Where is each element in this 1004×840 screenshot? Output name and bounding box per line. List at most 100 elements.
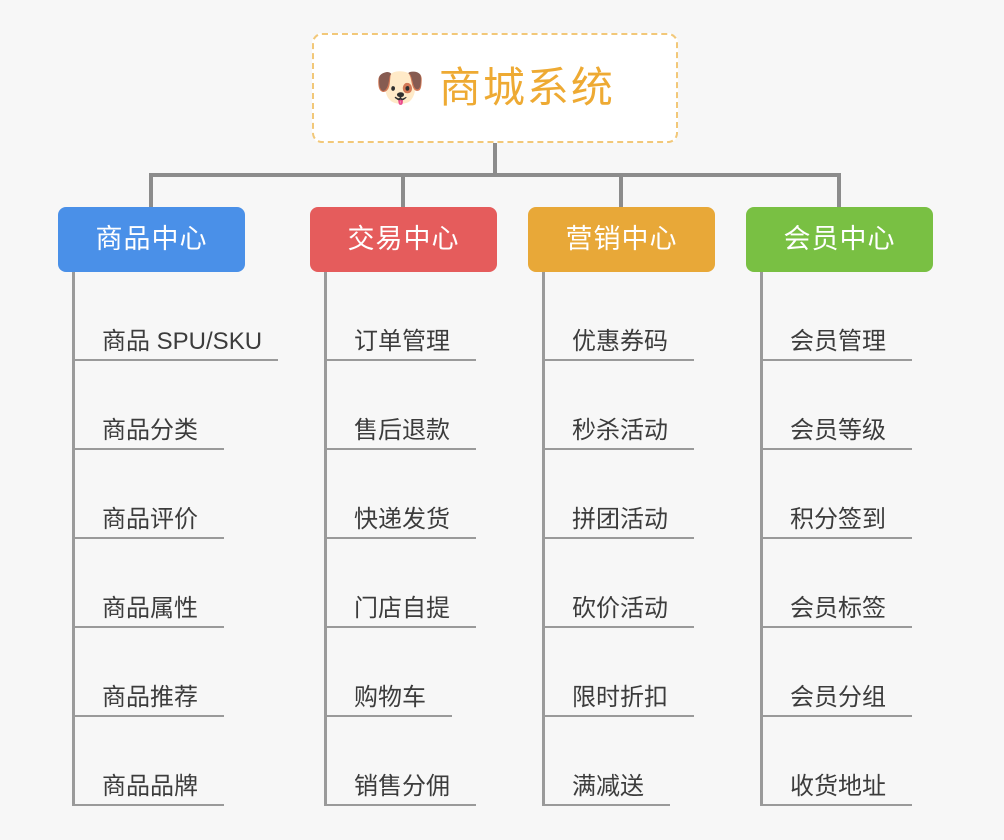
leaf-underline bbox=[542, 448, 694, 450]
leaf-item-label: 订单管理 bbox=[354, 327, 450, 355]
column-spine bbox=[72, 272, 75, 806]
leaf-item-label: 优惠券码 bbox=[572, 327, 668, 355]
leaf-list: 优惠券码秒杀活动拼团活动砍价活动限时折扣满减送 bbox=[542, 272, 694, 806]
column-spine bbox=[760, 272, 763, 806]
leaf-underline bbox=[760, 804, 912, 806]
branch-connector-drop bbox=[619, 173, 623, 207]
leaf-item-label: 积分签到 bbox=[790, 505, 886, 533]
leaf-item[interactable]: 门店自提 bbox=[324, 539, 476, 628]
branch-connector-bus bbox=[149, 173, 841, 177]
category-column-marketing-center: 营销中心优惠券码秒杀活动拼团活动砍价活动限时折扣满减送 bbox=[528, 207, 715, 806]
leaf-underline bbox=[72, 715, 224, 717]
category-header-member-center[interactable]: 会员中心 bbox=[746, 207, 933, 272]
leaf-underline bbox=[542, 804, 670, 806]
leaf-item[interactable]: 会员分组 bbox=[760, 628, 912, 717]
leaf-item-label: 拼团活动 bbox=[572, 505, 668, 533]
leaf-item-label: 购物车 bbox=[354, 683, 426, 711]
category-header-trade-center[interactable]: 交易中心 bbox=[310, 207, 497, 272]
leaf-item-label: 商品品牌 bbox=[102, 772, 198, 800]
leaf-underline bbox=[324, 359, 476, 361]
category-column-trade-center: 交易中心订单管理售后退款快递发货门店自提购物车销售分佣 bbox=[310, 207, 497, 806]
leaf-underline bbox=[72, 448, 224, 450]
leaf-list: 商品 SPU/SKU 商品分类商品评价商品属性商品推荐商品品牌 bbox=[72, 272, 278, 806]
leaf-item-label: 限时折扣 bbox=[572, 683, 668, 711]
leaf-item[interactable]: 积分签到 bbox=[760, 450, 912, 539]
leaf-list: 会员管理会员等级积分签到会员标签会员分组收货地址 bbox=[760, 272, 912, 806]
leaf-item[interactable]: 会员管理 bbox=[760, 272, 912, 361]
leaf-item-label: 销售分佣 bbox=[354, 772, 450, 800]
leaf-item-label: 收货地址 bbox=[790, 772, 886, 800]
dog-face-icon: 🐶 bbox=[375, 65, 425, 111]
leaf-item-label: 商品评价 bbox=[102, 505, 198, 533]
category-header-marketing-center[interactable]: 营销中心 bbox=[528, 207, 715, 272]
column-spine bbox=[542, 272, 545, 806]
leaf-underline bbox=[542, 537, 694, 539]
category-header-label: 商品中心 bbox=[95, 224, 208, 254]
leaf-item[interactable]: 销售分佣 bbox=[324, 717, 476, 806]
leaf-item-label: 秒杀活动 bbox=[572, 416, 668, 444]
leaf-underline bbox=[324, 626, 476, 628]
leaf-item[interactable]: 商品评价 bbox=[72, 450, 274, 539]
leaf-item[interactable]: 商品分类 bbox=[72, 361, 274, 450]
category-column-product-center: 商品中心商品 SPU/SKU 商品分类商品评价商品属性商品推荐商品品牌 bbox=[58, 207, 278, 806]
leaf-underline bbox=[324, 804, 476, 806]
root-connector-stem bbox=[493, 143, 497, 175]
leaf-item-label: 会员标签 bbox=[790, 594, 886, 622]
leaf-item[interactable]: 商品属性 bbox=[72, 539, 274, 628]
leaf-underline bbox=[72, 359, 278, 361]
leaf-underline bbox=[760, 626, 912, 628]
leaf-item-label: 售后退款 bbox=[354, 416, 450, 444]
leaf-underline bbox=[542, 626, 694, 628]
leaf-item[interactable]: 商品 SPU/SKU bbox=[72, 272, 278, 361]
leaf-item-label: 商品推荐 bbox=[102, 683, 198, 711]
leaf-item-label: 满减送 bbox=[572, 772, 644, 800]
root-node[interactable]: 🐶 商城系统 bbox=[312, 33, 678, 143]
leaf-underline bbox=[760, 448, 912, 450]
leaf-underline bbox=[72, 537, 224, 539]
leaf-underline bbox=[324, 537, 476, 539]
leaf-item[interactable]: 砍价活动 bbox=[542, 539, 694, 628]
leaf-item-label: 商品 SPU/SKU bbox=[102, 327, 263, 355]
category-column-member-center: 会员中心会员管理会员等级积分签到会员标签会员分组收货地址 bbox=[746, 207, 933, 806]
leaf-item-label: 商品属性 bbox=[102, 594, 198, 622]
category-header-label: 交易中心 bbox=[347, 224, 460, 254]
leaf-underline bbox=[72, 626, 224, 628]
leaf-underline bbox=[542, 715, 694, 717]
leaf-item[interactable]: 秒杀活动 bbox=[542, 361, 694, 450]
leaf-item-label: 门店自提 bbox=[354, 594, 450, 622]
leaf-item[interactable]: 会员等级 bbox=[760, 361, 912, 450]
leaf-item[interactable]: 售后退款 bbox=[324, 361, 476, 450]
leaf-underline bbox=[72, 804, 224, 806]
leaf-item-label: 商品分类 bbox=[102, 416, 198, 444]
root-node-title: 商城系统 bbox=[438, 64, 615, 111]
leaf-item-label: 会员分组 bbox=[790, 683, 886, 711]
leaf-item[interactable]: 快递发货 bbox=[324, 450, 476, 539]
leaf-item-label: 砍价活动 bbox=[572, 594, 668, 622]
leaf-item[interactable]: 拼团活动 bbox=[542, 450, 694, 539]
leaf-underline bbox=[760, 537, 912, 539]
leaf-item[interactable]: 商品品牌 bbox=[72, 717, 274, 806]
leaf-item-label: 快递发货 bbox=[354, 505, 450, 533]
branch-connector-drop bbox=[149, 173, 153, 207]
leaf-item[interactable]: 会员标签 bbox=[760, 539, 912, 628]
leaf-item[interactable]: 满减送 bbox=[542, 717, 680, 806]
leaf-underline bbox=[542, 359, 694, 361]
leaf-item[interactable]: 商品推荐 bbox=[72, 628, 274, 717]
leaf-list: 订单管理售后退款快递发货门店自提购物车销售分佣 bbox=[324, 272, 476, 806]
leaf-item-label: 会员等级 bbox=[790, 416, 886, 444]
leaf-item[interactable]: 订单管理 bbox=[324, 272, 476, 361]
leaf-item-label: 会员管理 bbox=[790, 327, 886, 355]
leaf-item[interactable]: 购物车 bbox=[324, 628, 462, 717]
leaf-underline bbox=[760, 715, 912, 717]
leaf-item[interactable]: 限时折扣 bbox=[542, 628, 694, 717]
leaf-underline bbox=[324, 715, 452, 717]
category-header-product-center[interactable]: 商品中心 bbox=[58, 207, 245, 272]
category-header-label: 会员中心 bbox=[783, 224, 896, 254]
leaf-underline bbox=[324, 448, 476, 450]
leaf-item[interactable]: 收货地址 bbox=[760, 717, 912, 806]
leaf-item[interactable]: 优惠券码 bbox=[542, 272, 694, 361]
branch-connector-drop bbox=[401, 173, 405, 207]
category-header-label: 营销中心 bbox=[565, 224, 678, 254]
column-spine bbox=[324, 272, 327, 806]
